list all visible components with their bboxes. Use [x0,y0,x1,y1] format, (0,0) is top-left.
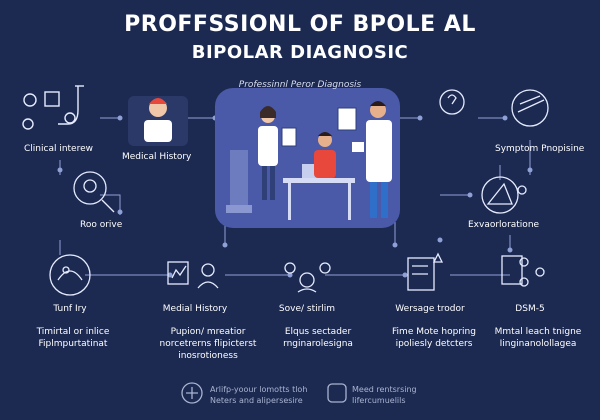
step-desc-3: Elqus sectader rnginarolesigna [283,327,353,349]
step-icons [49,252,545,296]
step-label-1: Tunf Iry [53,304,87,314]
step-label-3: Sove/ stirlim [278,304,336,314]
clinical-interview-icon [22,85,84,130]
page-title-secondary: BIPOLAR DIAGNOSIC [191,42,409,63]
roo-icon [73,171,115,213]
connector-dots [57,115,533,278]
step-desc-1: Timirtal or inlice Fiplmpurtatinat [36,327,110,349]
exploration-label: Exvaorloratione [468,220,540,230]
footer-right-text: Meed rentsrsing Iifercumuelils [352,385,417,405]
step-desc-5: Mmtal leach tnigne Iinginanolollagea [494,327,582,349]
central-consultation-scene [215,88,400,228]
step-desc-4: Fime Mote hopring ipoliesly detcters [392,327,476,349]
page-title: PROFFSSIONL OF BPOLE AL [124,12,476,37]
step-label-2: Medial History [162,304,228,314]
doctor-avatar-icon [128,96,188,146]
step-desc-2: Pupion/ mreatior norcetrerns flipicterst… [159,327,257,361]
scene-subtitle: Professinnl Peror Diagnosis [238,80,362,90]
footer-left-text: Arlifp-yoour lomotts tloh Neters and ali… [210,385,308,405]
step-label-5: DSM-5 [515,304,545,314]
medical-history-label: Medical History [122,152,192,162]
symptom-icons [439,89,549,127]
roo-label: Roo orive [80,220,123,230]
step-label-4: Wersage trodor [395,304,465,314]
clinical-interview-label: Clinical interew [24,144,93,154]
exploration-icon [481,176,527,214]
symptom-label: Symptom Pnopisine [495,144,585,154]
footer-icons [181,382,347,404]
